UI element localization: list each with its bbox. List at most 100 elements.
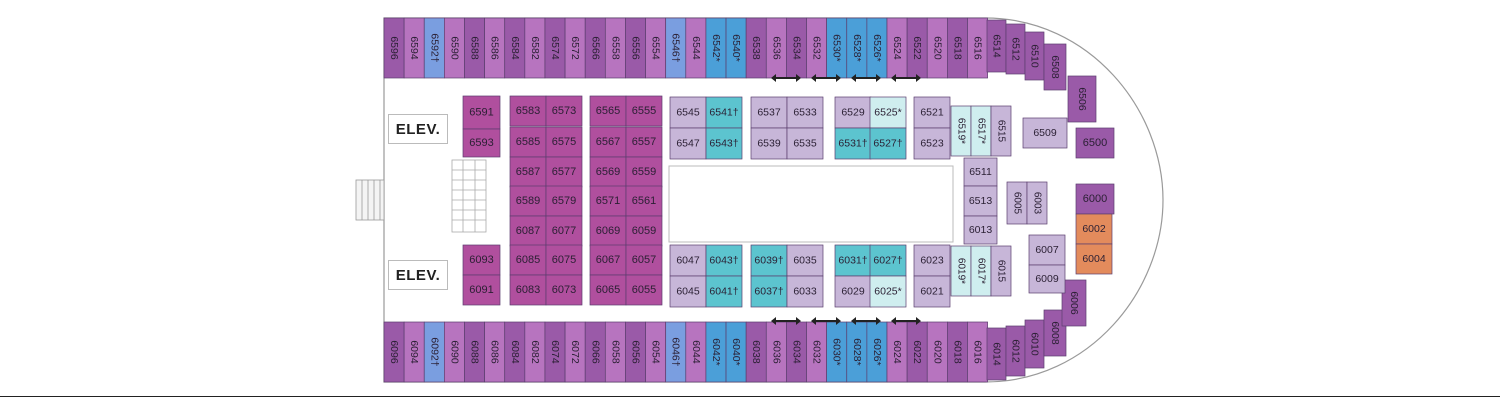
cabin-6512[interactable]: 6512 xyxy=(1005,23,1026,75)
cabin-6579[interactable]: 6579 xyxy=(545,185,583,217)
cabin-6555[interactable]: 6555 xyxy=(625,95,663,127)
cabin-6065[interactable]: 6065 xyxy=(589,274,627,306)
cabin-6014[interactable]: 6014 xyxy=(986,327,1007,381)
cabin-6091[interactable]: 6091 xyxy=(462,274,501,306)
cabin-6043[interactable]: 6043† xyxy=(705,244,743,277)
cabin-6587[interactable]: 6587 xyxy=(509,156,547,188)
cabin-6031[interactable]: 6031† xyxy=(834,244,872,277)
cabin-6534[interactable]: 6534 xyxy=(786,17,807,79)
cabin-6589[interactable]: 6589 xyxy=(509,185,547,217)
cabin-6521[interactable]: 6521 xyxy=(913,96,951,129)
cabin-6023[interactable]: 6023 xyxy=(913,244,951,277)
cabin-6056[interactable]: 6056 xyxy=(625,321,646,383)
cabin-6025[interactable]: 6025* xyxy=(869,275,907,308)
cabin-6006[interactable]: 6006 xyxy=(1061,279,1087,327)
cabin-6004[interactable]: 6004 xyxy=(1075,243,1113,275)
cabin-6529[interactable]: 6529 xyxy=(834,96,872,129)
cabin-6541[interactable]: 6541† xyxy=(705,96,743,129)
cabin-6572[interactable]: 6572 xyxy=(564,17,586,79)
cabin-6532[interactable]: 6532 xyxy=(806,17,827,79)
cabin-6015[interactable]: 6015 xyxy=(990,245,1012,297)
cabin-6537[interactable]: 6537 xyxy=(750,96,788,129)
cabin-6024[interactable]: 6024 xyxy=(886,321,908,383)
cabin-6036[interactable]: 6036 xyxy=(765,321,787,383)
cabin-6525[interactable]: 6525* xyxy=(869,96,907,129)
cabin-6586[interactable]: 6586 xyxy=(484,17,506,79)
cabin-6027[interactable]: 6027† xyxy=(869,244,907,277)
cabin-6509[interactable]: 6509 xyxy=(1022,117,1068,149)
cabin-6088[interactable]: 6088 xyxy=(464,321,485,383)
cabin-6558[interactable]: 6558 xyxy=(604,17,626,79)
cabin-6593[interactable]: 6593 xyxy=(462,128,501,158)
cabin-6029[interactable]: 6029 xyxy=(834,275,872,308)
cabin-6522[interactable]: 6522 xyxy=(906,17,928,79)
cabin-6022[interactable]: 6022 xyxy=(906,321,928,383)
cabin-6519[interactable]: 6519* xyxy=(950,105,972,157)
cabin-6008[interactable]: 6008 xyxy=(1043,309,1067,357)
cabin-6500[interactable]: 6500 xyxy=(1075,127,1115,159)
cabin-6546[interactable]: 6546† xyxy=(665,17,687,79)
cabin-6561[interactable]: 6561 xyxy=(625,185,663,217)
cabin-6569[interactable]: 6569 xyxy=(589,156,627,188)
cabin-6513[interactable]: 6513 xyxy=(963,185,998,217)
cabin-6046[interactable]: 6046† xyxy=(665,321,687,383)
cabin-6018[interactable]: 6018 xyxy=(947,321,968,383)
cabin-6085[interactable]: 6085 xyxy=(509,244,547,276)
cabin-6067[interactable]: 6067 xyxy=(589,244,627,276)
cabin-6012[interactable]: 6012 xyxy=(1005,325,1026,377)
cabin-6567[interactable]: 6567 xyxy=(589,126,627,158)
cabin-6077[interactable]: 6077 xyxy=(545,215,583,247)
cabin-6508[interactable]: 6508 xyxy=(1043,43,1067,91)
cabin-6531[interactable]: 6531† xyxy=(834,127,872,160)
cabin-6010[interactable]: 6010 xyxy=(1024,319,1045,369)
cabin-6596[interactable]: 6596 xyxy=(383,17,405,79)
cabin-6515[interactable]: 6515 xyxy=(990,105,1012,157)
cabin-6556[interactable]: 6556 xyxy=(625,17,646,79)
cabin-6590[interactable]: 6590 xyxy=(444,17,465,79)
cabin-6034[interactable]: 6034 xyxy=(786,321,807,383)
cabin-6571[interactable]: 6571 xyxy=(589,185,627,217)
cabin-6575[interactable]: 6575 xyxy=(545,126,583,158)
cabin-6574[interactable]: 6574 xyxy=(544,17,566,79)
cabin-6514[interactable]: 6514 xyxy=(986,19,1007,73)
cabin-6032[interactable]: 6032 xyxy=(806,321,827,383)
cabin-6033[interactable]: 6033 xyxy=(786,275,824,308)
cabin-6054[interactable]: 6054 xyxy=(645,321,667,383)
cabin-6069[interactable]: 6069 xyxy=(589,215,627,247)
cabin-6530[interactable]: 6530* xyxy=(826,17,848,79)
cabin-6090[interactable]: 6090 xyxy=(444,321,465,383)
cabin-6516[interactable]: 6516 xyxy=(967,17,988,79)
cabin-6000[interactable]: 6000 xyxy=(1075,183,1115,215)
cabin-6059[interactable]: 6059 xyxy=(625,215,663,247)
cabin-6005[interactable]: 6005 xyxy=(1006,181,1028,225)
cabin-6042[interactable]: 6042* xyxy=(705,321,727,383)
cabin-6038[interactable]: 6038 xyxy=(745,321,767,383)
cabin-6020[interactable]: 6020 xyxy=(926,321,948,383)
cabin-6035[interactable]: 6035 xyxy=(786,244,824,277)
cabin-6524[interactable]: 6524 xyxy=(886,17,908,79)
cabin-6057[interactable]: 6057 xyxy=(625,244,663,276)
cabin-6086[interactable]: 6086 xyxy=(484,321,506,383)
cabin-6510[interactable]: 6510 xyxy=(1024,31,1045,81)
cabin-6585[interactable]: 6585 xyxy=(509,126,547,158)
cabin-6083[interactable]: 6083 xyxy=(509,274,547,306)
cabin-6058[interactable]: 6058 xyxy=(604,321,626,383)
cabin-6028[interactable]: 6028* xyxy=(846,321,868,383)
cabin-6559[interactable]: 6559 xyxy=(625,156,663,188)
cabin-6565[interactable]: 6565 xyxy=(589,95,627,127)
cabin-6543[interactable]: 6543† xyxy=(705,127,743,160)
cabin-6017[interactable]: 6017* xyxy=(970,245,992,297)
cabin-6591[interactable]: 6591 xyxy=(462,95,501,130)
cabin-6577[interactable]: 6577 xyxy=(545,156,583,188)
cabin-6047[interactable]: 6047 xyxy=(669,244,707,277)
cabin-6526[interactable]: 6526* xyxy=(866,17,888,79)
cabin-6520[interactable]: 6520 xyxy=(926,17,948,79)
cabin-6594[interactable]: 6594 xyxy=(403,17,425,79)
cabin-6026[interactable]: 6026* xyxy=(866,321,888,383)
cabin-6009[interactable]: 6009 xyxy=(1028,264,1066,294)
cabin-6544[interactable]: 6544 xyxy=(685,17,707,79)
cabin-6019[interactable]: 6019* xyxy=(950,245,972,297)
cabin-6021[interactable]: 6021 xyxy=(913,275,951,308)
cabin-6044[interactable]: 6044 xyxy=(685,321,707,383)
cabin-6040[interactable]: 6040* xyxy=(725,321,747,383)
